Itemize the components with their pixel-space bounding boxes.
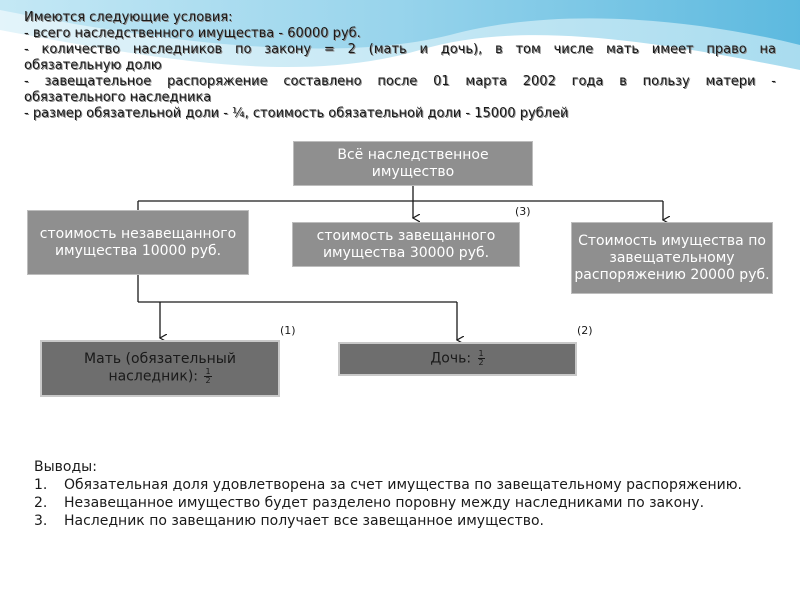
condition-line: - количество наследников по закону = 2 (… xyxy=(24,42,776,57)
daughter-heir-label: Дочь: xyxy=(430,350,472,367)
label-3: (3) xyxy=(515,205,531,218)
testamentary-property-box: Стоимость имущества по завещательному ра… xyxy=(571,222,773,294)
unbequeathed-property-box: стоимость незавещанного имущества 10000 … xyxy=(27,210,249,275)
condition-line: - всего наследственного имущества - 6000… xyxy=(24,26,361,41)
conclusion-item: 2. Незавещанное имущество будет разделен… xyxy=(34,495,705,511)
condition-line: - размер обязательной доли - ¼, стоимост… xyxy=(24,106,569,121)
bequeathed-property-box: стоимость завещанного имущества 30000 ру… xyxy=(292,222,520,267)
decorative-wave-background xyxy=(0,0,800,86)
conditions-heading: Имеются следующие условия: xyxy=(24,10,233,25)
mother-share-fraction: 1 2 xyxy=(204,367,212,386)
condition-line: - завещательное распоряжение составлено … xyxy=(24,74,776,89)
mother-heir-box: Мать (обязательный наследник): 1 2 xyxy=(40,340,280,397)
daughter-share-fraction: 1 2 xyxy=(477,349,485,368)
root-inheritance-box: Всё наследственное имущество xyxy=(293,141,533,186)
condition-line: обязательную долю xyxy=(24,58,162,73)
conclusions-heading: Выводы: xyxy=(34,459,97,475)
conclusions-block: Выводы: 1. Обязательная доля удовлетворе… xyxy=(34,458,766,530)
condition-line: обязательного наследника xyxy=(24,90,212,105)
conditions-block: Имеются следующие условия: - всего насле… xyxy=(24,10,776,122)
label-1: (1) xyxy=(280,324,296,337)
conclusion-item: 3. Наследник по завещанию получает все з… xyxy=(34,513,544,529)
mother-heir-label: Мать (обязательный наследник): xyxy=(84,351,236,385)
label-2: (2) xyxy=(577,324,593,337)
conclusion-item: 1. Обязательная доля удовлетворена за сч… xyxy=(34,477,742,493)
daughter-heir-box: Дочь: 1 2 xyxy=(338,342,577,376)
